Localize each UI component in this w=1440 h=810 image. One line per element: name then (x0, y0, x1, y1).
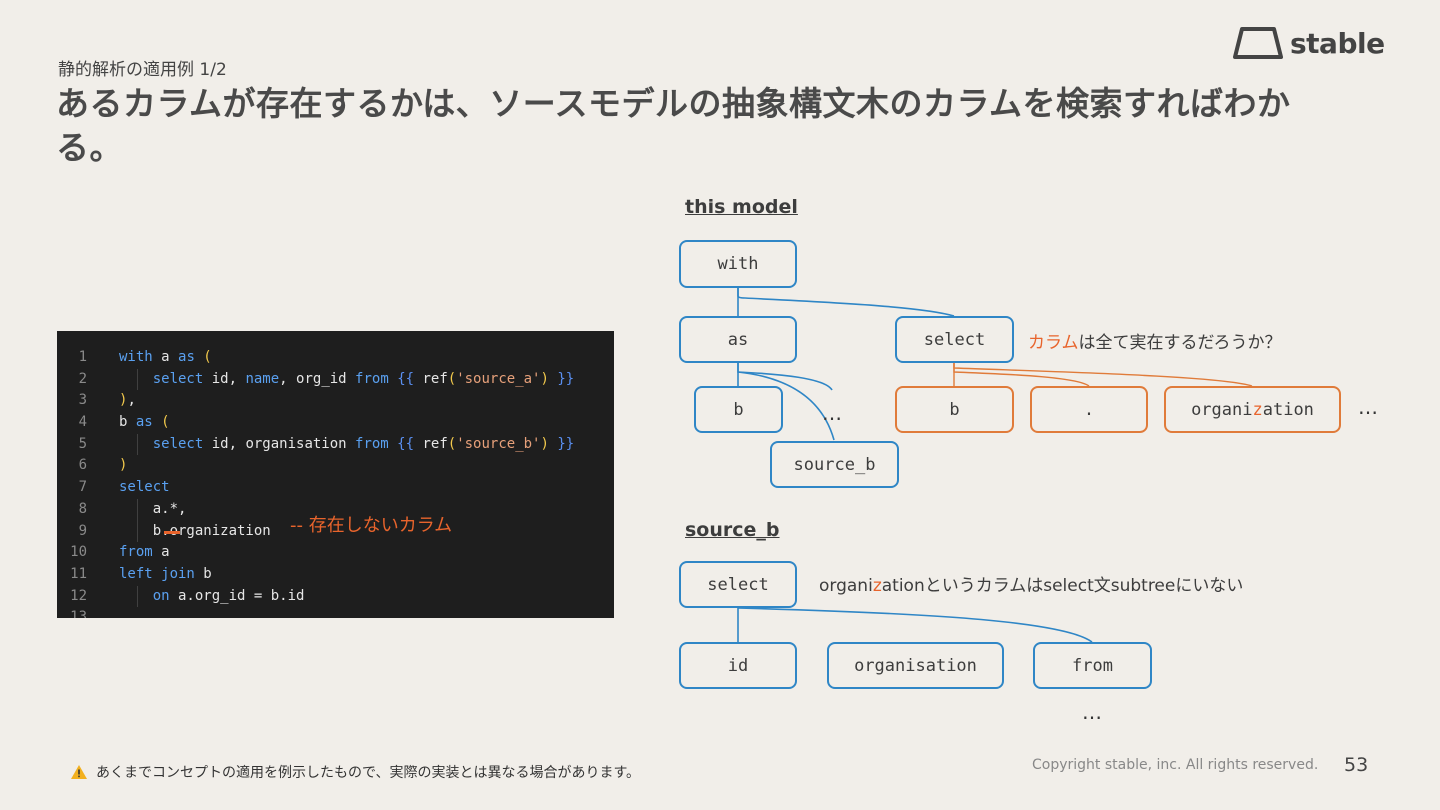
disclaimer-text: あくまでコンセプトの適用を例示したもので、実際の実装とは異なる場合があります。 (96, 765, 641, 781)
line-number: 8 (78, 500, 87, 517)
node-id: id (679, 642, 797, 689)
line-number: 13 (70, 609, 87, 618)
node-select: select (679, 561, 797, 608)
ellipsis: … (1358, 395, 1379, 419)
node-as: as (679, 316, 797, 363)
slide-subtitle: 静的解析の適用例 1/2 (58, 60, 227, 80)
line-number: 7 (78, 479, 87, 496)
page-number: 53 (1344, 754, 1369, 776)
source-b-note: organizationというカラムはselect文subtreeにいない (819, 576, 1244, 596)
node-select-b: b (895, 386, 1014, 433)
line-number: 12 (70, 587, 87, 604)
code-line: 2 select id, name, org_id from {{ ref('s… (57, 368, 614, 391)
disclaimer: あくまでコンセプトの適用を例示したもので、実際の実装とは異なる場合があります。 (70, 762, 640, 782)
line-number: 6 (78, 457, 87, 474)
ellipsis: … (1082, 700, 1103, 724)
node-source-b: source_b (770, 441, 899, 488)
line-number: 5 (78, 435, 87, 452)
code-line: 9 b.organization (57, 520, 614, 543)
code-line: 3), (57, 390, 614, 412)
stable-logo: stable (1232, 26, 1385, 60)
line-number: 3 (78, 392, 87, 409)
this-model-heading: this model (685, 196, 798, 218)
warning-icon (71, 765, 87, 779)
logo-mark-icon (1233, 27, 1283, 59)
ellipsis: … (822, 401, 843, 425)
code-line: 13 (57, 607, 614, 618)
node-b: b (694, 386, 783, 433)
logo-text: stable (1290, 26, 1385, 60)
error-squiggle (164, 531, 180, 534)
line-number: 9 (78, 522, 87, 539)
line-number: 4 (78, 414, 87, 431)
code-line: 8 a.*, (57, 498, 614, 521)
node-with: with (679, 240, 797, 288)
line-number: 1 (78, 349, 87, 365)
code-line: 12 on a.org_id = b.id (57, 585, 614, 608)
code-annotation: -- 存在しないカラム (290, 515, 453, 536)
question-note: カラムは全て実在するだろうか？ (1028, 333, 1282, 353)
line-number: 11 (70, 565, 87, 582)
line-number: 10 (70, 544, 87, 561)
source-b-heading: source_b (685, 519, 780, 541)
node-select: select (895, 316, 1014, 363)
slide-title: あるカラムが存在するかは、ソースモデルの抽象構文木のカラムを検索すればわかる。 (56, 84, 1291, 167)
code-line: 5 select id, organisation from {{ ref('s… (57, 433, 614, 456)
node-dot: . (1030, 386, 1148, 433)
code-line: 6) (57, 455, 614, 477)
line-number: 2 (78, 370, 87, 387)
node-organisation: organisation (827, 642, 1004, 689)
node-from: from (1033, 642, 1152, 689)
copyright: Copyright stable, inc. All rights reserv… (1032, 757, 1319, 773)
